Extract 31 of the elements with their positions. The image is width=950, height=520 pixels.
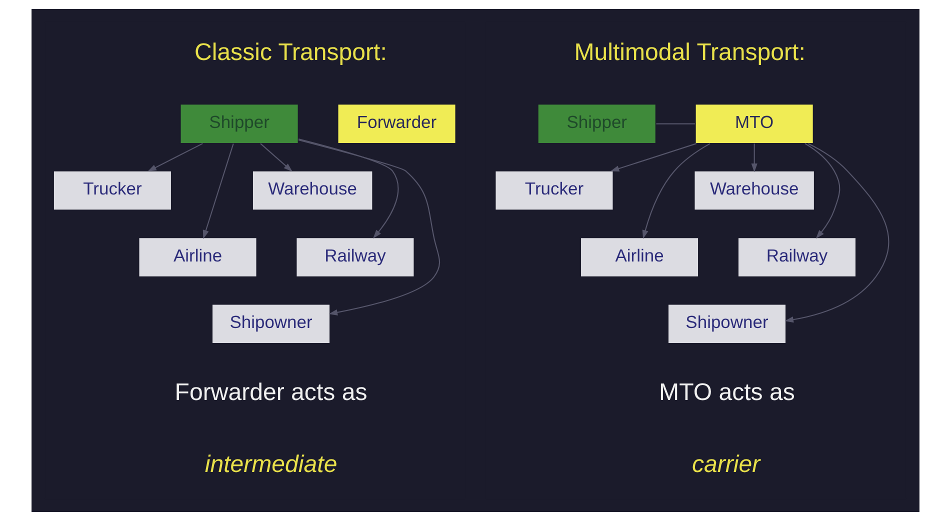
node-box: Airline — [138, 236, 257, 277]
node-box: Shipper — [179, 103, 298, 144]
node-box: Warehouse — [693, 170, 815, 210]
node-box: Trucker — [52, 170, 172, 210]
label: Multimodal Transport: — [574, 38, 805, 66]
node-box: Forwarder — [336, 103, 456, 144]
label: Forwarder acts as — [174, 378, 367, 406]
node-box: Railway — [736, 236, 856, 277]
arrow — [298, 138, 398, 238]
label: carrier — [692, 450, 760, 478]
node-box: Shipper — [536, 103, 656, 144]
node-box: Warehouse — [251, 170, 373, 210]
arrow — [804, 142, 840, 238]
arrow — [750, 143, 757, 172]
label: intermediate — [204, 450, 337, 478]
arrow — [202, 143, 234, 238]
label: Classic Transport: — [194, 38, 386, 66]
label: MTO acts as — [658, 378, 794, 406]
arrow — [642, 142, 710, 238]
arrow — [784, 142, 889, 322]
node-box: MTO — [694, 103, 814, 144]
node-box: Railway — [295, 236, 414, 277]
node-box: Shipowner — [666, 303, 786, 344]
arrow — [298, 138, 440, 315]
arrow — [260, 142, 292, 172]
node-box: Trucker — [494, 170, 614, 210]
node-box: Airline — [579, 236, 699, 277]
node-box: Shipowner — [210, 303, 330, 344]
arrow — [147, 142, 202, 172]
arrow — [610, 142, 696, 172]
connector — [656, 122, 694, 124]
